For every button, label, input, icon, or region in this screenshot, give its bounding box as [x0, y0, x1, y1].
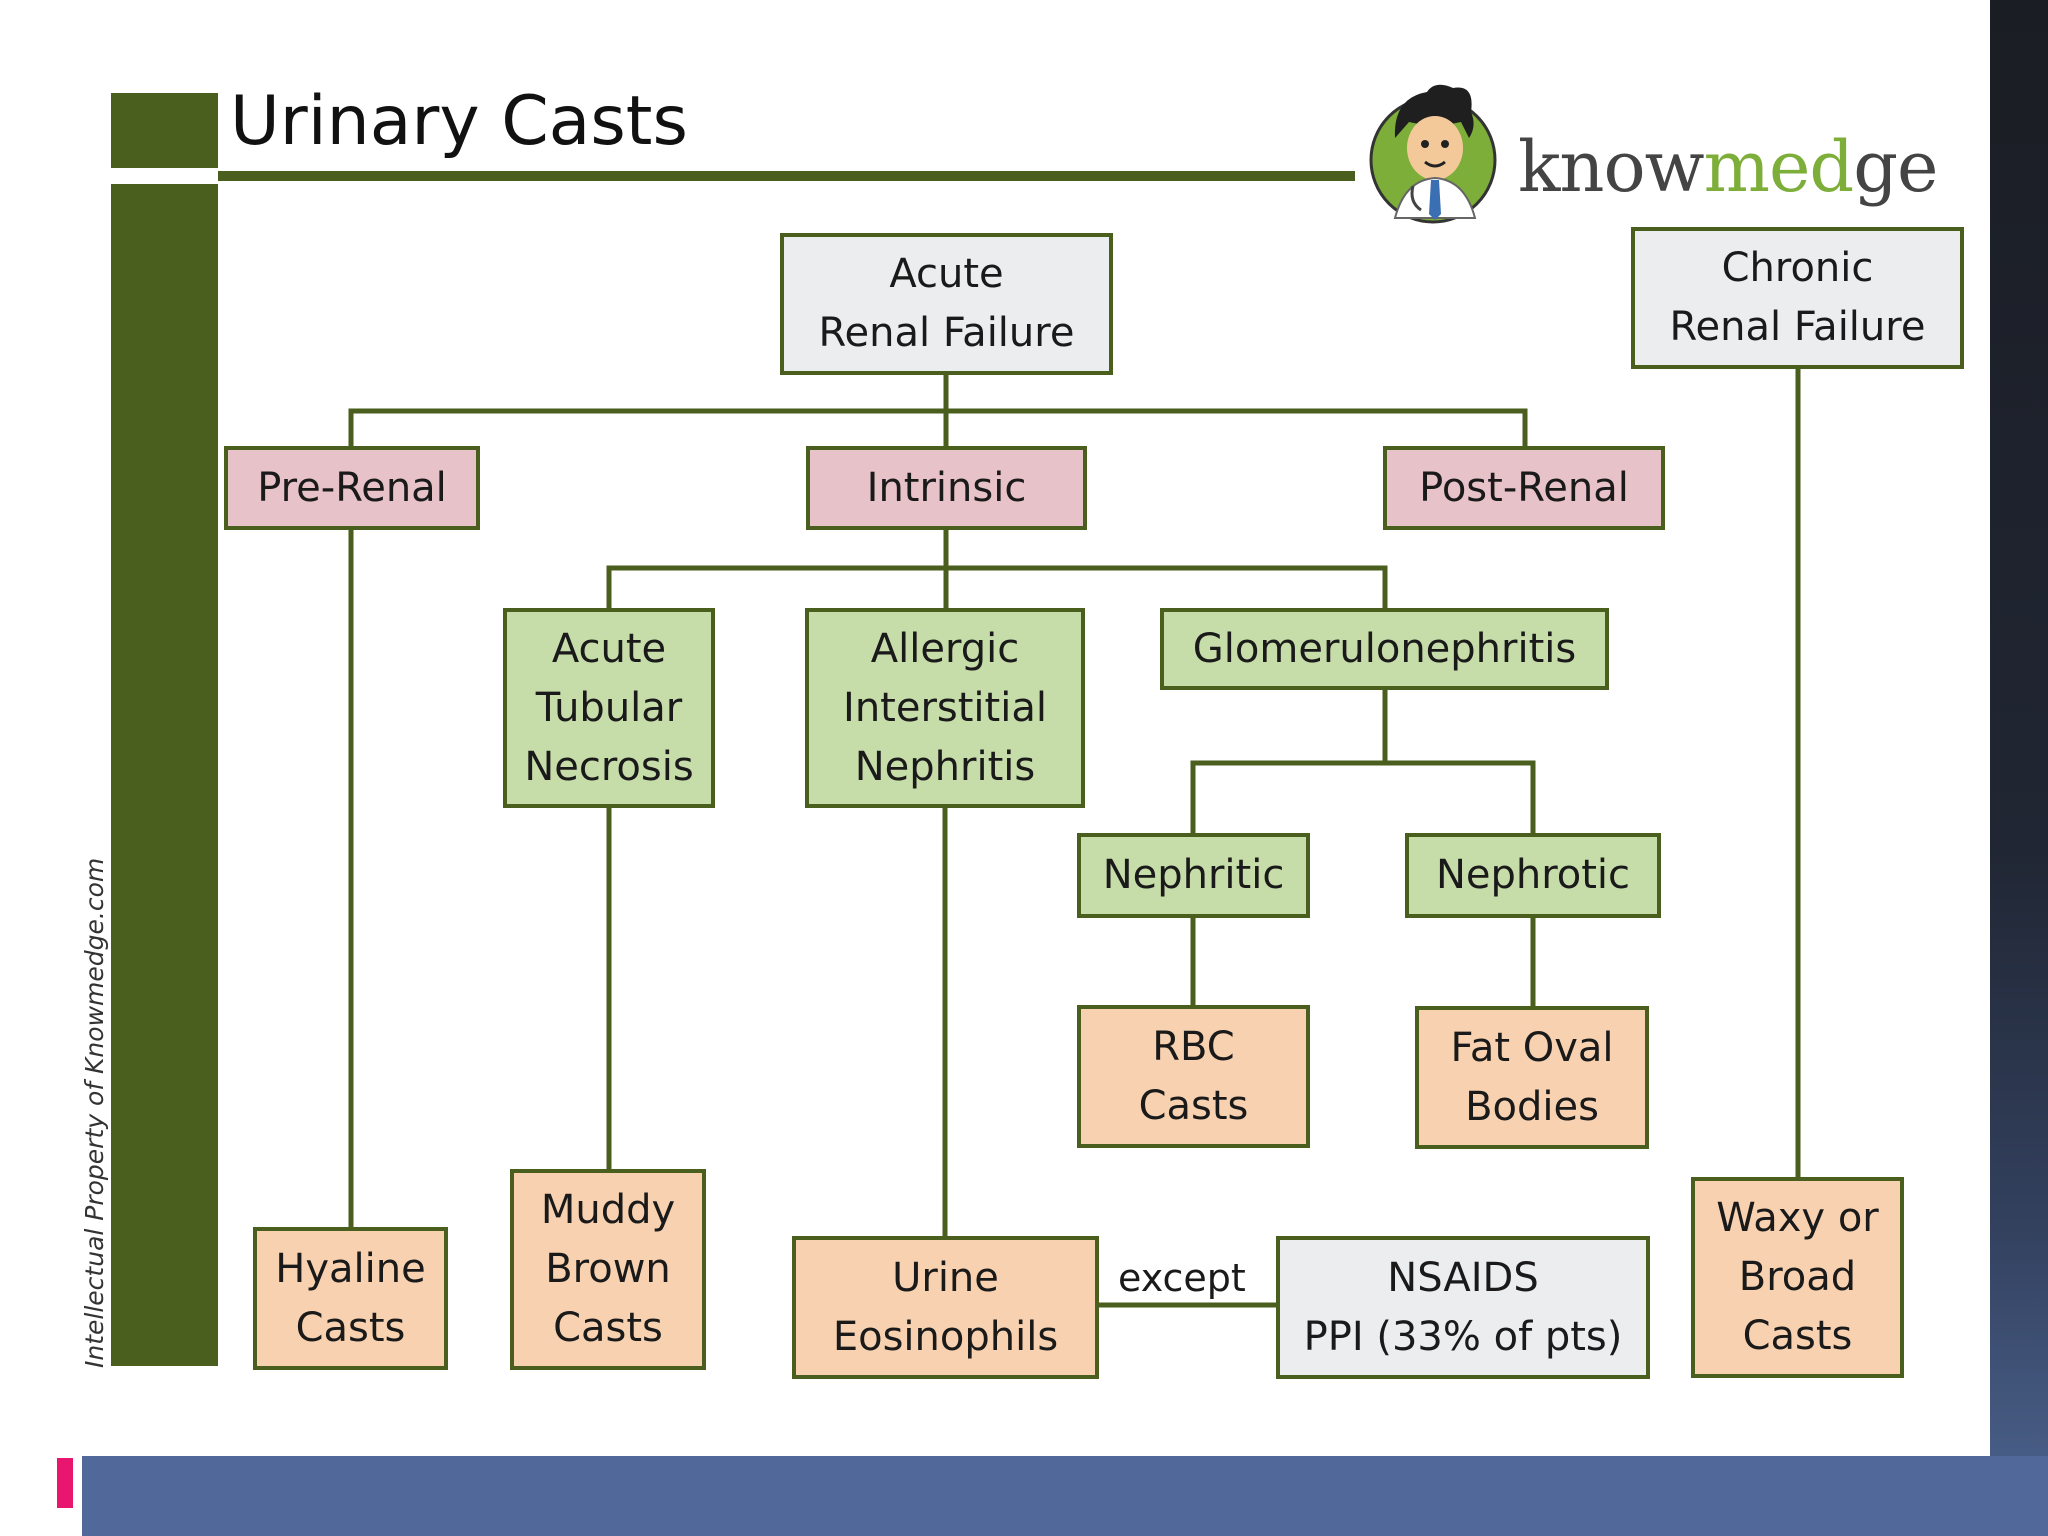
node-fat-oval-bodies: Fat Oval Bodies — [1415, 1006, 1649, 1149]
edge-label-except: except — [1118, 1256, 1246, 1300]
node-glomerulonephritis: Glomerulonephritis — [1160, 608, 1609, 690]
node-allergic-interstitial-nephritis: Allergic Interstitial Nephritis — [805, 608, 1085, 808]
node-muddy-brown-casts: Muddy Brown Casts — [510, 1169, 706, 1370]
bottom-bar — [82, 1456, 2048, 1536]
left-accent-bar — [111, 93, 218, 1366]
logo-text-know: know — [1518, 126, 1705, 208]
doctor-avatar-icon — [1369, 84, 1497, 224]
node-rbc-casts: RBC Casts — [1077, 1005, 1310, 1148]
node-nephrotic: Nephrotic — [1405, 833, 1661, 918]
accent-marker — [57, 1458, 73, 1508]
logo-text-med: med — [1703, 126, 1855, 208]
title-underline — [218, 171, 1355, 181]
node-nephritic: Nephritic — [1077, 833, 1310, 918]
node-nsaids-ppi: NSAIDS PPI (33% of pts) — [1276, 1236, 1650, 1379]
left-bar-gap — [111, 168, 218, 184]
node-intrinsic: Intrinsic — [806, 446, 1087, 530]
node-pre-renal: Pre-Renal — [224, 446, 480, 530]
node-post-renal: Post-Renal — [1383, 446, 1665, 530]
node-waxy-broad-casts: Waxy or Broad Casts — [1691, 1177, 1904, 1378]
node-urine-eosinophils: Urine Eosinophils — [792, 1236, 1099, 1379]
diagram-title: Urinary Casts — [230, 82, 688, 161]
node-chronic-renal-failure: Chronic Renal Failure — [1631, 227, 1964, 369]
logo-text-ge: ge — [1853, 126, 1938, 208]
knowmedge-logo: knowmedge — [1518, 126, 1938, 208]
node-acute-tubular-necrosis: Acute Tubular Necrosis — [503, 608, 715, 808]
node-acute-renal-failure: Acute Renal Failure — [780, 233, 1113, 375]
node-hyaline-casts: Hyaline Casts — [253, 1227, 448, 1370]
slide-background-right — [1990, 0, 2048, 1536]
